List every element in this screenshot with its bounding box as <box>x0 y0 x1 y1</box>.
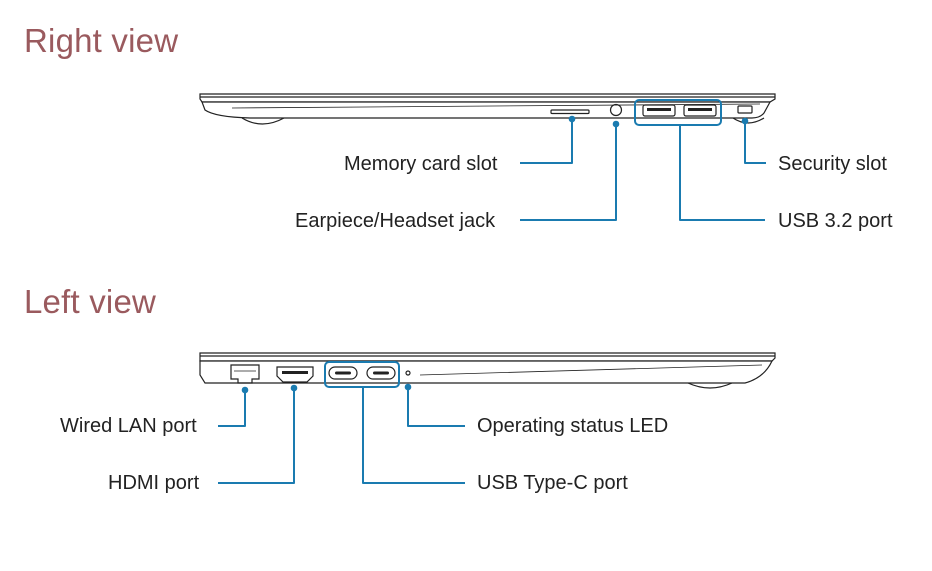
wired-lan-port <box>230 364 260 384</box>
right-view-title: Right view <box>24 22 179 59</box>
label-hdmi-port: HDMI port <box>108 472 200 494</box>
laptop-right-side-illustration <box>199 93 776 125</box>
label-wired-lan-port: Wired LAN port <box>60 415 197 437</box>
label-operating-status-led: Operating status LED <box>477 415 669 437</box>
label-usb-3-2-port: USB 3.2 port <box>778 210 893 232</box>
headset-jack <box>609 103 623 117</box>
laptop-left-side-illustration <box>199 352 776 389</box>
usb-3-2-port-1 <box>642 104 676 117</box>
usb-type-c-port-1 <box>328 366 358 380</box>
callout-headset-jack <box>520 120 620 221</box>
label-security-slot: Security slot <box>778 153 887 175</box>
label-earpiece-headset-jack: Earpiece/Headset jack <box>295 210 496 232</box>
left-view-title: Left view <box>24 283 157 320</box>
callout-usb-3-2-port <box>634 99 765 221</box>
callout-operating-status-led <box>404 383 465 427</box>
hdmi-port <box>276 366 314 383</box>
label-memory-card-slot: Memory card slot <box>344 153 498 175</box>
callout-hdmi-port <box>218 384 298 484</box>
memory-card-slot <box>550 109 590 115</box>
security-slot <box>737 105 753 114</box>
usb-3-2-port-2 <box>683 104 717 117</box>
usb-type-c-port-2 <box>366 366 396 380</box>
callout-security-slot <box>741 117 766 164</box>
label-usb-type-c-port: USB Type-C port <box>477 472 628 494</box>
callout-wired-lan-port <box>218 386 249 427</box>
callout-memory-card-slot <box>520 115 576 164</box>
callout-usb-type-c-port <box>324 361 465 484</box>
operating-status-led <box>405 370 411 376</box>
